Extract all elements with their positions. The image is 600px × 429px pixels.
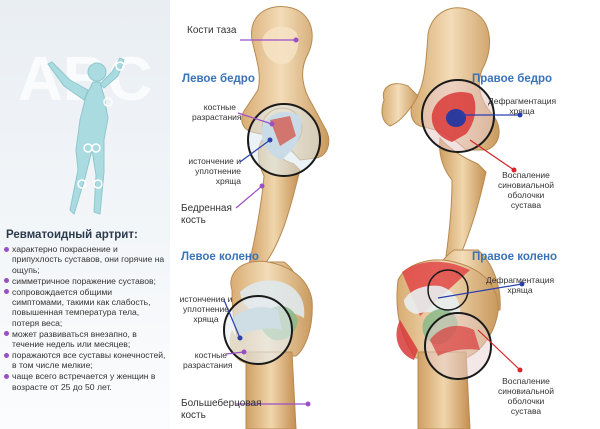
list-item: характерно покраснение и припухлость сус… xyxy=(4,244,166,275)
list-item: симметричное поражение суставов; xyxy=(4,276,166,286)
label-bony-growths-top: костные разрастания xyxy=(192,102,242,122)
right-hip-fragment-magnifier xyxy=(427,269,469,311)
label-fragmentation-top: Дефрагментация хряща xyxy=(488,96,557,116)
human-figure-illustration: ABC xyxy=(18,45,152,215)
label-synovitis-bottom: Воспаление синовиальной оболочки сустава xyxy=(498,376,554,416)
label-left-knee: Левое колено xyxy=(181,251,259,263)
label-pelvis: Кости таза xyxy=(187,25,237,36)
label-thinning-top: истончение и уплотнение хряща xyxy=(188,156,241,186)
label-tibia: Большеберцовая кость xyxy=(181,398,262,421)
list-item: может развиваться внезапно, в течение не… xyxy=(4,329,166,350)
label-thinning-bottom: истончение и уплотнение хряща xyxy=(179,294,233,324)
label-fragmentation-bottom: Дефрагментация хряща xyxy=(486,275,555,295)
side-panel: ABC Ревматоидный артрит: характерно покр… xyxy=(0,0,170,429)
left-knee-magnifier xyxy=(223,295,293,365)
ra-title: Ревматоидный артрит: xyxy=(6,229,138,241)
label-femur: Бедренная кость xyxy=(181,203,232,226)
label-synovitis-top: Воспаление синовиальной оболочки сустава xyxy=(498,170,554,210)
label-bony-growths-bottom: костные разрастания xyxy=(183,350,233,370)
list-item: сопровождается общими симптомами, такими… xyxy=(4,287,166,329)
ra-symptom-list: характерно покраснение и припухлость сус… xyxy=(4,244,166,393)
label-right-hip: Правое бедро xyxy=(472,73,553,85)
right-hip-magnifier xyxy=(421,79,495,153)
pointer-lines xyxy=(223,37,525,407)
list-item: чаще всего встречается у женщин в возрас… xyxy=(4,371,166,392)
left-hip-magnifier xyxy=(247,103,321,177)
right-knee-magnifier xyxy=(424,312,492,380)
list-item: поражаются все суставы конечностей, в то… xyxy=(4,350,166,371)
label-left-hip: Левое бедро xyxy=(182,73,255,85)
label-right-knee: Правое колено xyxy=(472,251,558,263)
